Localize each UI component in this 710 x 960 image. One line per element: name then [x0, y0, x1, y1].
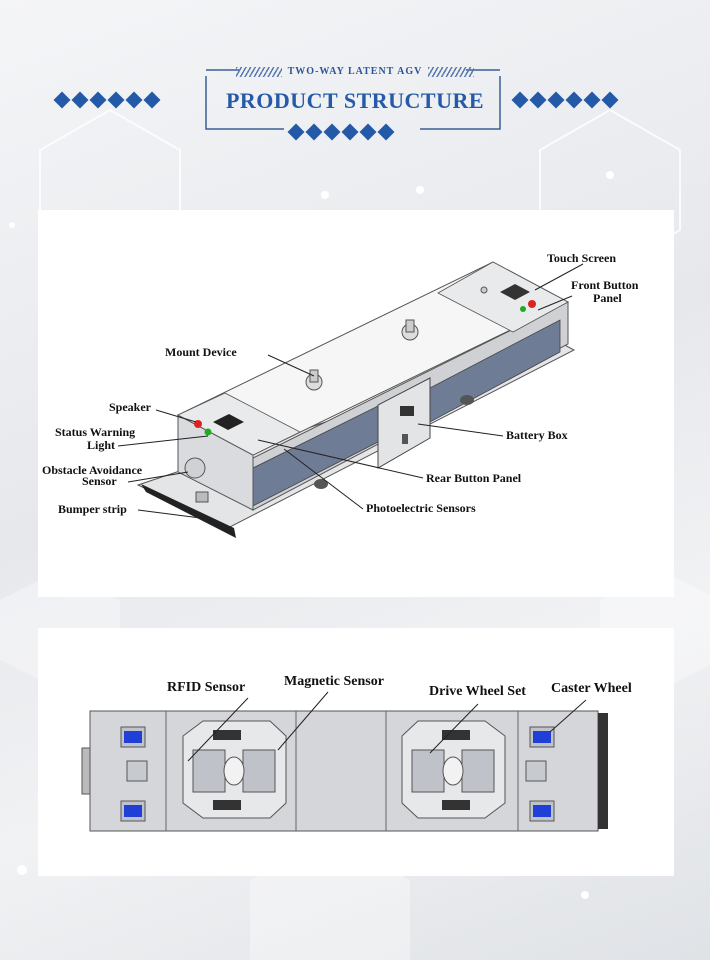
- title-frame: [205, 69, 501, 130]
- leader-lines: [117, 263, 584, 521]
- label-rear-button-panel: Rear Button Panel: [426, 471, 522, 485]
- header: TWO-WAY LATENT AGV PRODUCT STRUCTURE: [0, 0, 710, 160]
- label-magnetic-sensor: Magnetic Sensor: [284, 674, 384, 689]
- label-rfid-sensor: RFID Sensor: [167, 680, 246, 695]
- agv-isometric-drawing: [117, 261, 584, 538]
- label-mount-device: Mount Device: [165, 345, 237, 359]
- label-touch-screen: Touch Screen: [547, 251, 617, 265]
- label-caster-wheel: Caster Wheel: [551, 681, 632, 696]
- agv-bottom-drawing: [81, 691, 608, 832]
- bottom-leader-lines: [187, 691, 587, 762]
- page-title: PRODUCT STRUCTURE: [225, 88, 485, 113]
- label-photoelectric-sensors: Photoelectric Sensors: [366, 501, 476, 515]
- label-battery-box: Battery Box: [506, 428, 568, 442]
- bottom-view-panel: RFID Sensor Magnetic Sensor Drive Wheel …: [38, 628, 674, 876]
- label-obstacle-sensor-line1: Obstacle Avoidance: [42, 463, 143, 477]
- label-bumper-strip: Bumper strip: [58, 502, 127, 516]
- label-drive-wheel-set: Drive Wheel Set: [429, 684, 526, 699]
- label-status-warning-light-line1: Status Warning: [55, 425, 136, 439]
- label-front-button-panel-line1: Front Button: [571, 278, 639, 292]
- label-status-warning-light-line2: Light: [87, 438, 116, 452]
- subtitle: TWO-WAY LATENT AGV: [206, 66, 504, 77]
- label-front-button-panel-line2: Panel: [593, 291, 622, 305]
- label-obstacle-sensor-line2: Sensor: [82, 474, 117, 488]
- isometric-view-panel: Touch Screen Front Button Panel Mount De…: [38, 210, 674, 597]
- label-speaker: Speaker: [109, 400, 151, 414]
